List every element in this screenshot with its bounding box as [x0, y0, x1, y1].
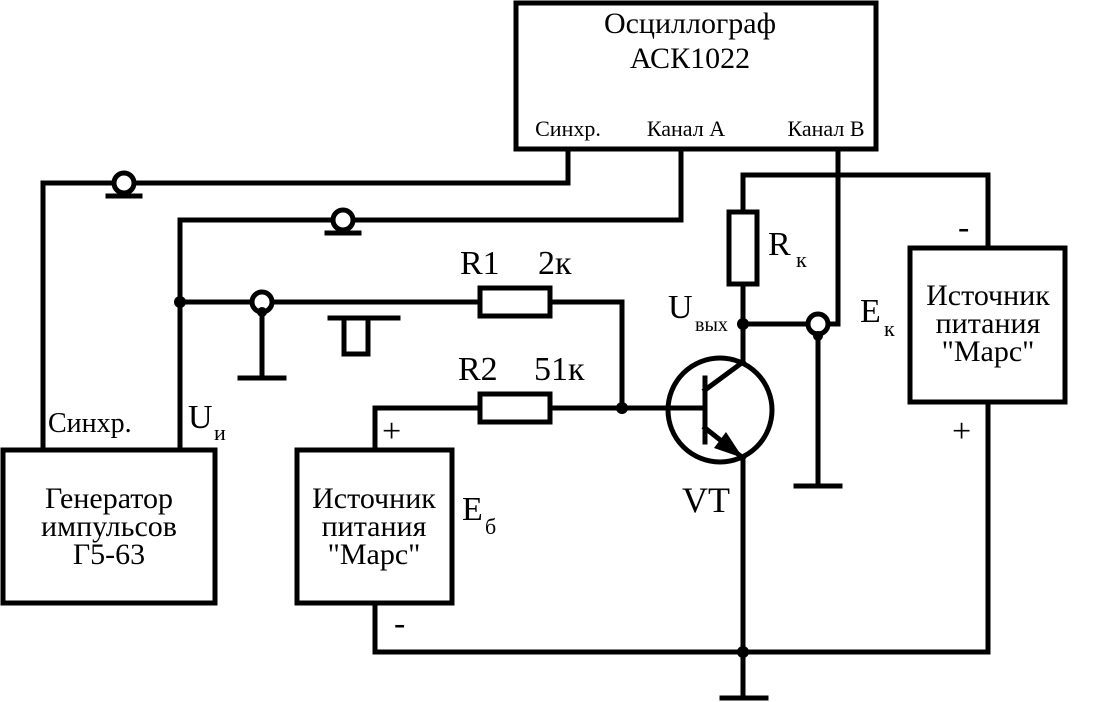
r2-to-supply-wire — [372, 405, 483, 453]
oscilloscope-model: АСК1022 — [630, 42, 750, 75]
transistor-label: VT — [682, 480, 730, 520]
resistor-r2-value: 51к — [534, 351, 585, 388]
collector-supply-wire — [740, 172, 991, 251]
resistor-rk: R к — [726, 209, 807, 287]
junction-input — [174, 296, 186, 308]
transistor-emitter-arrow-icon — [714, 432, 743, 458]
generator-line1: Генератор — [45, 482, 173, 515]
pulse-waveform-icon — [327, 315, 401, 357]
r1-to-base-wire — [547, 299, 625, 411]
generator-sync-label: Синхр. — [48, 408, 132, 439]
base-supply-label: E — [462, 491, 483, 528]
output-label: U вых — [668, 289, 728, 336]
oscilloscope-title: Осциллограф — [604, 7, 776, 40]
collector-supply-label: E — [860, 293, 881, 330]
transistor: VT — [665, 355, 775, 520]
generator-line3: Г5-63 — [73, 538, 145, 571]
oscilloscope: Осциллограф АСК1022 Синхр. Канал А Канал… — [513, 0, 879, 152]
collector-supply-plus: + — [952, 413, 971, 450]
junction-base — [616, 402, 628, 414]
resistor-r1-value: 2к — [538, 245, 572, 282]
resistor-rk-sub: к — [796, 247, 807, 272]
sync-cable-connector-icon — [111, 170, 137, 196]
resistor-r2: R2 51к — [458, 351, 585, 425]
junction-ground — [737, 646, 749, 658]
base-supply-line2: питания — [322, 510, 427, 543]
generator-box — [0, 447, 218, 606]
base-supply-box — [294, 447, 455, 606]
channel-b-wire — [740, 146, 841, 327]
collector-supply-line2: питания — [936, 307, 1041, 340]
generator-output-sub: и — [214, 420, 226, 445]
base-supply: Источник питания "Марс" + - E б — [294, 413, 496, 642]
generator-line2: импульсов — [41, 510, 177, 543]
resistor-rk-body — [726, 209, 760, 287]
collector-supply-box — [907, 245, 1068, 405]
transistor-collector-lead — [701, 358, 747, 394]
resistor-r2-body — [477, 391, 553, 425]
base-supply-line3: "Марс" — [328, 538, 421, 571]
pulse-shape — [341, 315, 371, 357]
collector-supply-line3: "Марс" — [942, 335, 1035, 368]
resistor-r1: R1 2к — [460, 245, 572, 319]
channel-a-cable-connector-icon — [330, 207, 356, 233]
output-label-sub: вых — [695, 314, 728, 336]
junction-collector — [737, 318, 749, 330]
resistor-r1-name: R1 — [460, 245, 500, 282]
base-supply-plus: + — [382, 413, 401, 450]
collector-supply-minus: - — [958, 209, 969, 246]
junctions — [174, 296, 749, 658]
pulse-generator: Генератор импульсов Г5-63 Синхр. U и — [0, 399, 226, 606]
collector-supply-label-sub: к — [884, 316, 895, 341]
base-supply-line1: Источник — [312, 482, 436, 515]
collector-supply: Источник питания "Марс" - + E к — [860, 209, 1068, 450]
wires — [40, 146, 991, 701]
sync-wire — [40, 146, 571, 453]
oscilloscope-channel-b-label: Канал В — [787, 116, 864, 141]
oscilloscope-channel-a-label: Канал А — [647, 116, 725, 141]
generator-output-label: U — [188, 399, 213, 436]
oscilloscope-box — [513, 0, 879, 152]
output-cable-shield-dot — [813, 331, 823, 341]
resistor-rk-name: R — [768, 226, 791, 263]
base-supply-label-sub: б — [485, 514, 496, 539]
output-label-main: U — [668, 289, 693, 326]
base-supply-minus: - — [394, 605, 405, 642]
input-cable-shield-dot — [257, 307, 267, 317]
collector-supply-line1: Источник — [926, 279, 1050, 312]
resistor-r1-body — [477, 285, 553, 319]
bottom-rail-wire — [372, 399, 991, 655]
coax-connectors — [105, 170, 831, 341]
channel-a-wire — [177, 146, 684, 453]
resistor-r2-name: R2 — [458, 351, 498, 388]
oscilloscope-sync-input-label: Синхр. — [535, 116, 601, 141]
